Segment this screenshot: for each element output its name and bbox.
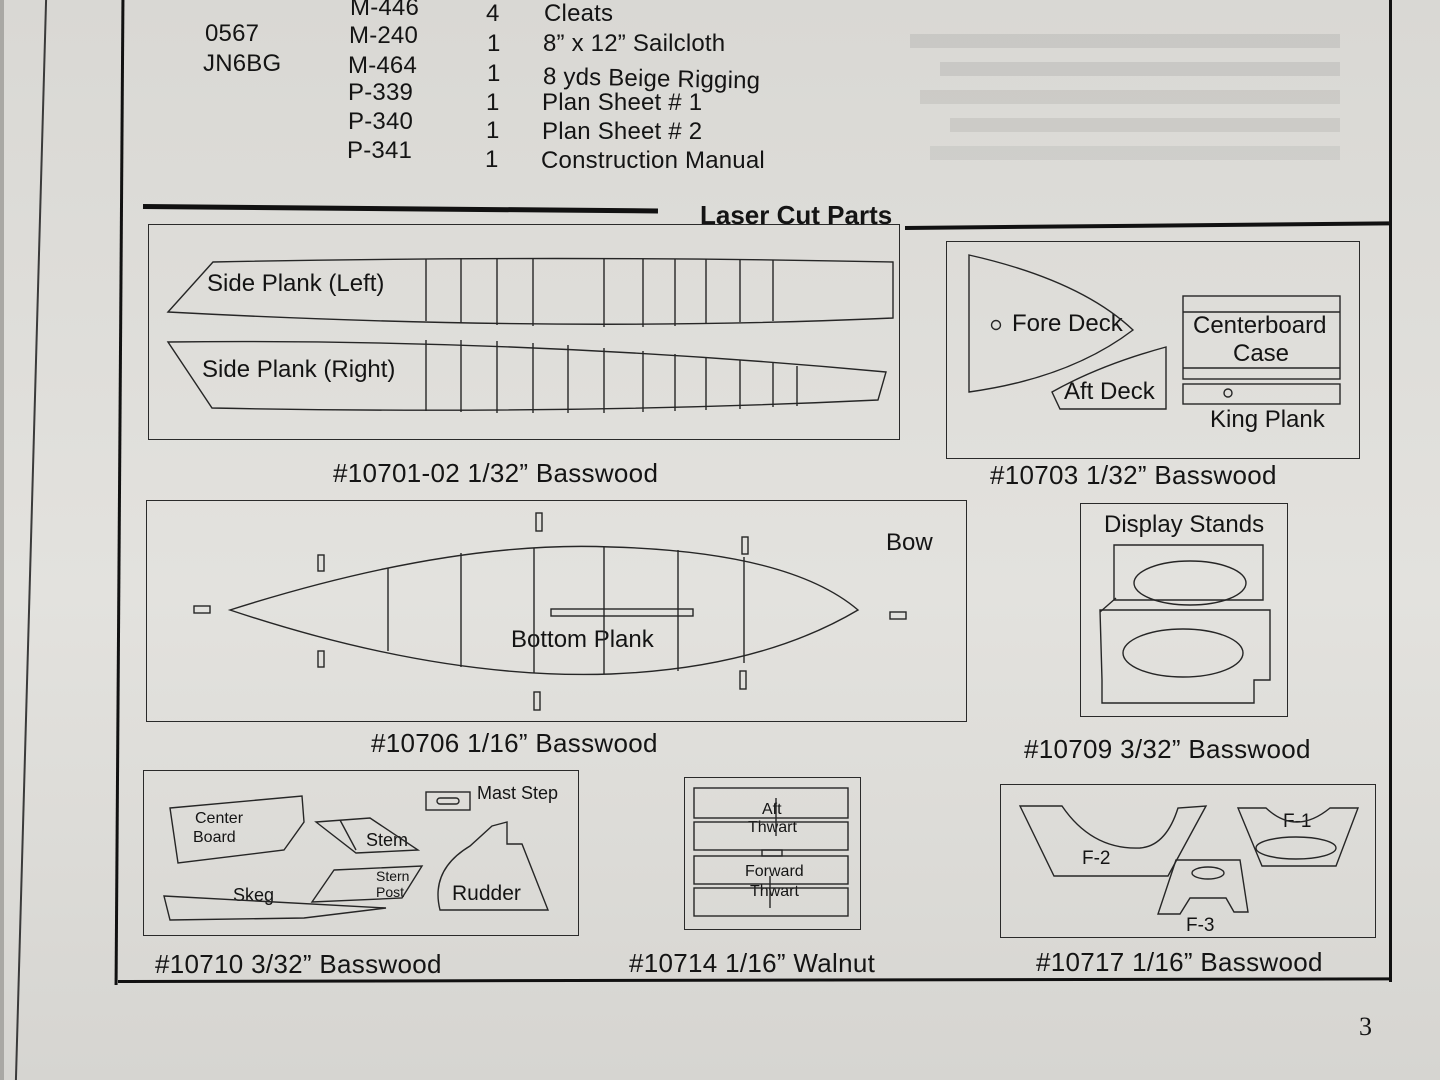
- part-bow-label: Bow: [886, 529, 933, 556]
- part-mast-step: Mast Step: [477, 783, 559, 803]
- part-rudder: Rudder: [452, 882, 521, 905]
- caption-10714: #10714 1/16” Walnut: [629, 948, 876, 978]
- side-plank-right-outline: [166, 340, 887, 413]
- sheet-10701-frame: [148, 224, 900, 440]
- row-desc: Construction Manual: [541, 147, 765, 174]
- former-f1-outline: [1236, 807, 1360, 867]
- row-qty: 1: [485, 146, 499, 173]
- sheet-10703-frame: [946, 241, 1360, 459]
- row-part: M-240: [349, 22, 419, 49]
- mast-step-outline: [425, 791, 471, 811]
- side-plank-left-outline: [166, 257, 894, 327]
- stem-outline: [314, 817, 421, 854]
- section-title: Laser Cut Parts: [700, 200, 893, 230]
- bottom-plank-outline: [193, 512, 907, 711]
- row-qty: 1: [487, 60, 501, 87]
- sheet-10706-frame: [146, 500, 967, 722]
- former-f2-outline: [1018, 805, 1208, 877]
- caption-10703: #10703 1/32” Basswood: [990, 460, 1277, 490]
- sheet-10709-frame: [1080, 503, 1288, 717]
- centerboard-case-outline: [1182, 295, 1341, 405]
- part-centerboard-case: Case: [1233, 340, 1290, 367]
- row-desc: Plan Sheet # 1: [542, 89, 703, 116]
- left-code-2: JN6BG: [203, 50, 282, 77]
- sheet-10714-frame: [684, 777, 861, 930]
- part-display-stands: Display Stands: [1104, 511, 1265, 538]
- row-qty: 1: [487, 30, 501, 57]
- part-stem: Stem: [366, 830, 409, 850]
- row-part: P-340: [348, 108, 414, 135]
- part-f2: F-2: [1082, 848, 1111, 869]
- part-centerboard-case: Centerboard: [1193, 312, 1327, 339]
- row-desc: Cleats: [544, 0, 614, 27]
- row-desc: Plan Sheet # 2: [542, 118, 703, 145]
- part-forward-thwart: Forward: [745, 863, 804, 880]
- part-forward-thwart: Thwart: [750, 883, 799, 900]
- part-center-board: Board: [193, 829, 236, 846]
- row-qty: 1: [486, 117, 500, 144]
- left-code-1: 0567: [205, 20, 260, 47]
- part-stern-post: Stern: [376, 868, 410, 884]
- row-qty: 1: [486, 89, 500, 116]
- sheet-10717-frame: [1000, 784, 1376, 938]
- row-part: P-339: [348, 79, 414, 106]
- binding-edge-line: [0, 0, 4, 1080]
- part-side-plank-right: Side Plank (Right): [202, 356, 396, 383]
- caption-10710: #10710 3/32” Basswood: [155, 949, 442, 979]
- page-frame-right: [1389, 0, 1392, 982]
- part-fore-deck: Fore Deck: [1012, 310, 1123, 337]
- rudder-outline: [437, 821, 550, 911]
- part-side-plank-left: Side Plank (Left): [207, 270, 385, 297]
- center-board-outline: [169, 795, 305, 864]
- caption-10709: #10709 3/32” Basswood: [1024, 734, 1311, 764]
- stern-post-outline: [310, 865, 424, 903]
- row-desc: 8” x 12” Sailcloth: [543, 30, 726, 57]
- skeg-outline: [163, 895, 387, 921]
- row-part: M-446: [350, 0, 420, 21]
- former-f3-outline: [1157, 859, 1249, 915]
- display-stands-outline: [1099, 544, 1271, 704]
- thwarts-outline: [693, 787, 849, 917]
- part-aft-deck: Aft Deck: [1064, 378, 1155, 405]
- row-part: P-341: [347, 137, 413, 164]
- caption-10717: #10717 1/16” Basswood: [1036, 947, 1323, 977]
- caption-10701: #10701-02 1/32” Basswood: [333, 458, 659, 488]
- part-king-plank: King Plank: [1210, 406, 1325, 433]
- part-center-board: Center: [195, 810, 244, 827]
- page-number: 3: [1359, 1012, 1372, 1041]
- caption-10706: #10706 1/16” Basswood: [371, 728, 658, 758]
- part-f3: F-3: [1186, 915, 1215, 936]
- part-aft-thwart: Thwart: [748, 819, 797, 836]
- part-stern-post: Post: [376, 884, 405, 900]
- sheet-10710-frame: [143, 770, 579, 936]
- fore-deck-outline: [968, 254, 1135, 393]
- row-part: M-464: [348, 52, 418, 79]
- part-bottom-plank: Bottom Plank: [511, 626, 654, 653]
- aft-deck-outline: [1051, 346, 1167, 410]
- row-qty: 4: [486, 0, 500, 27]
